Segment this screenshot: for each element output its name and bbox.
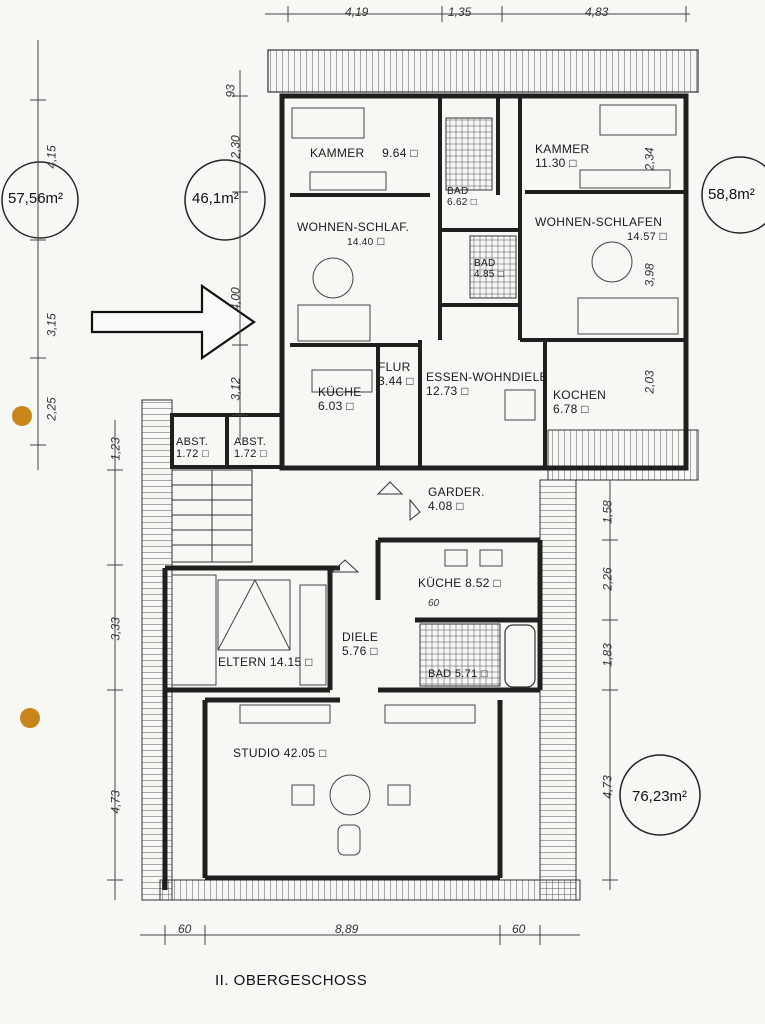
bath-center-tiles <box>469 235 517 299</box>
bath-left-tiles <box>445 117 493 191</box>
dim-mid-2: 2,30 <box>228 135 243 159</box>
bath-lower-tiles <box>419 623 501 687</box>
dim-right-1: 1,58 <box>600 500 615 524</box>
roof-edge-right <box>539 479 577 901</box>
dim-left-3: 2,25 <box>44 397 59 421</box>
roof-edge-bottom <box>159 879 581 901</box>
dim-bottom-1: 60 <box>178 922 192 936</box>
lower-walls <box>162 537 543 890</box>
dim-left-1: 4,15 <box>44 145 59 169</box>
dim-left-6: 4,73 <box>108 790 123 814</box>
dim-mid-3: 4,00 <box>228 287 243 311</box>
paper-stain <box>20 708 40 728</box>
room-studio: STUDIO 42.05 □ <box>233 746 327 760</box>
dimension-lines <box>30 6 690 945</box>
area-lower: 76,23m² <box>632 788 688 805</box>
area-circle-lower <box>619 754 701 836</box>
room-abst-1: ABST.1.72 □ <box>176 436 209 460</box>
bathtub <box>504 624 536 688</box>
area-circle-left <box>1 161 79 239</box>
dim-bottom-2: 8,89 <box>335 922 359 936</box>
roof-edge-top <box>267 49 699 93</box>
dim-left-2: 3,15 <box>44 313 59 337</box>
staircase <box>171 469 253 563</box>
furniture <box>171 104 679 856</box>
dim-right-2: 2,26 <box>600 567 615 591</box>
room-bad-lower: BAD 5.71 □ <box>428 668 488 680</box>
dim-top-1: 4,19 <box>345 5 369 19</box>
door-symbols <box>330 481 421 573</box>
arrow-right-icon <box>90 283 256 361</box>
area-circle-mid <box>184 159 266 241</box>
room-kueche-lower: KÜCHE 8.52 □ <box>418 576 501 590</box>
dim-bottom-3: 60 <box>512 922 526 936</box>
area-mid: 46,1m² <box>192 190 239 207</box>
area-right: 58,8m² <box>708 186 755 203</box>
dim-left-5: 3,33 <box>108 617 123 641</box>
dim-right-inner-2: 3,98 <box>642 263 657 287</box>
paper-stain <box>12 406 32 426</box>
upper-walls <box>279 93 689 471</box>
interior-walls <box>170 96 686 470</box>
roof-edge-right-mid <box>547 429 699 481</box>
dim-right-3: 1,83 <box>600 643 615 667</box>
dim-mid-1: 93 <box>223 84 238 98</box>
room-abst-2: ABST.1.72 □ <box>234 436 267 460</box>
dim-right-4: 4,73 <box>600 775 615 799</box>
dim-left-4: 1,23 <box>108 437 123 461</box>
area-circle-right <box>701 156 765 234</box>
room-eltern: ELTERN 14.15 □ <box>218 655 313 669</box>
room-garder: GARDER.4.08 □ <box>428 485 485 513</box>
dim-right-inner-3: 2,03 <box>642 370 657 394</box>
dim-top-2: 1,35 <box>448 5 472 19</box>
room-kammer-left: KAMMER 9.64 □ <box>310 146 418 160</box>
floor-title: II. OBERGESCHOSS <box>215 972 368 989</box>
dim-mid-4: 3,12 <box>228 377 243 401</box>
dim-small: 60 <box>428 598 440 609</box>
area-left: 57,56m² <box>8 190 64 207</box>
dim-right-inner-1: 2,34 <box>642 147 657 171</box>
room-wohnen-schlaf: WOHNEN-SCHLAF.14.40 □ <box>297 220 410 248</box>
dim-top-3: 4,83 <box>585 5 609 19</box>
